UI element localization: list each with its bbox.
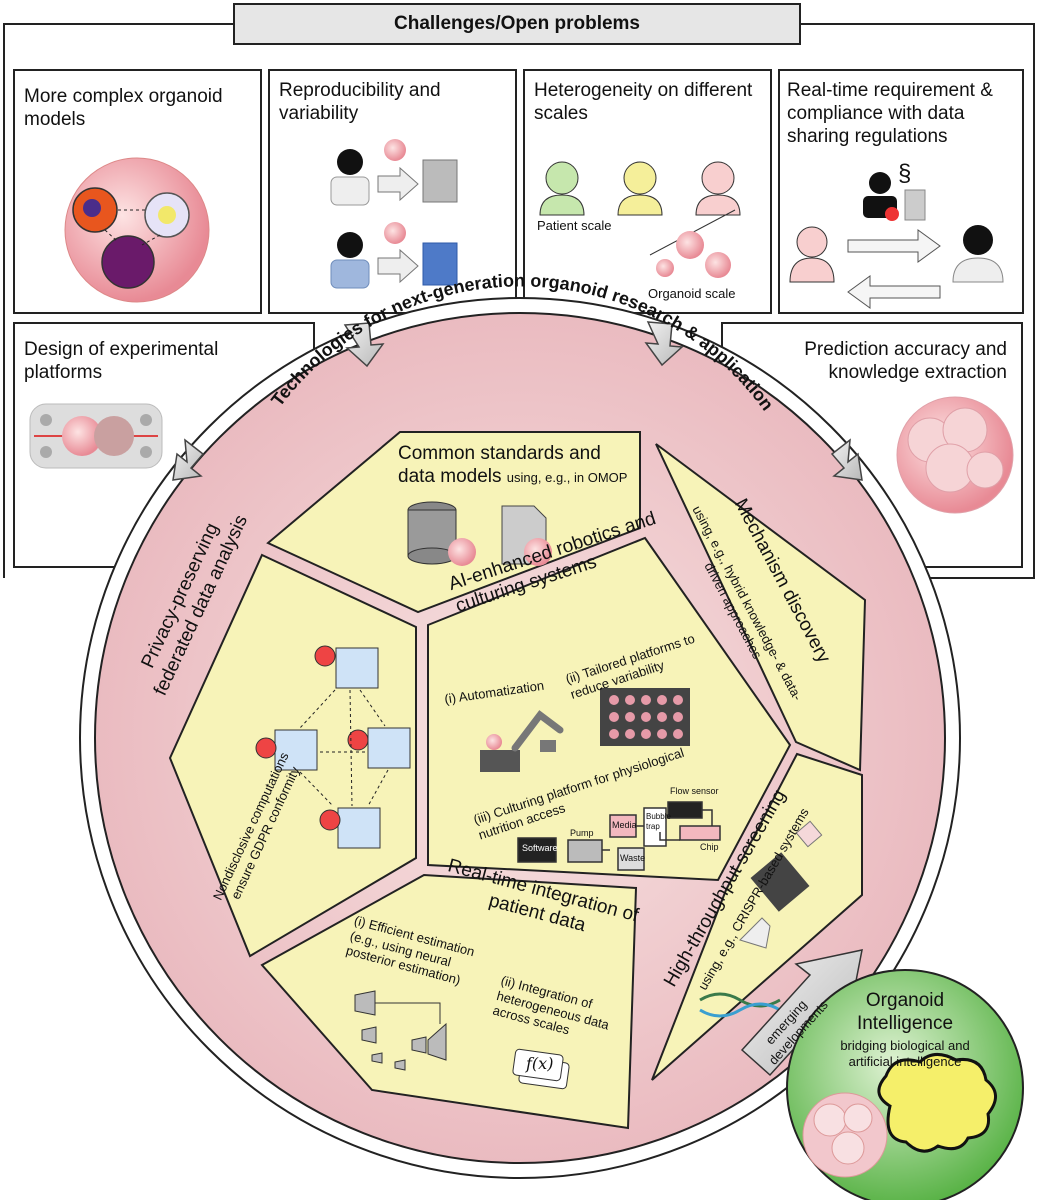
oi-title: Organoid Intelligence (856, 990, 954, 1034)
panel-mechanism (655, 443, 867, 772)
organoid-illustration (64, 157, 210, 303)
chip-label: Chip (700, 842, 719, 852)
hospital-icon (347, 727, 411, 769)
oi-organoid (802, 1092, 888, 1178)
side-left-title: Design of experimental platforms (24, 339, 219, 383)
side-right-title: Prediction accuracy and knowledge extrac… (804, 339, 1007, 383)
media-label: Media (612, 820, 637, 830)
oi-sub: bridging biological and artificial intel… (840, 1038, 970, 1069)
standards-title: Common standards and data models using, … (398, 443, 638, 489)
header-title: Challenges/Open problems (394, 13, 640, 34)
dna-crispr-icon (699, 820, 823, 1018)
patient-icons (539, 161, 741, 278)
standards-sub: using, e.g., in OMOP (506, 469, 628, 485)
section-symbol: § (898, 160, 912, 187)
header-box (233, 3, 801, 45)
fx-label: f(x) (526, 1054, 554, 1073)
challenge-title-3: Heterogeneity on different scales (534, 80, 753, 124)
inflow-arrows (172, 321, 863, 481)
outer-frame (3, 23, 1035, 579)
organoid-cluster (896, 396, 1014, 514)
well-plate-icon (600, 688, 690, 746)
researcher-icons (330, 139, 458, 289)
robot-arm-icon (480, 710, 564, 772)
database-icon (407, 501, 476, 566)
brain-icon (877, 1053, 997, 1153)
culture-circuit (517, 801, 721, 871)
pump-label: Pump (570, 828, 594, 838)
function-icon (512, 1048, 570, 1090)
challenge-title-1: More complex organoid models (24, 86, 223, 130)
challenge-title-4: Real-time requirement & compliance with … (787, 80, 993, 147)
hospital-icon (255, 729, 318, 771)
challenge-title-2: Reproducibility and variability (279, 80, 441, 124)
neural-network-icon (354, 990, 447, 1071)
federated-nodes (255, 645, 411, 849)
organoid-scale-label: Organoid scale (648, 286, 736, 301)
chip-illustration (29, 403, 163, 469)
standards-title-text: Common standards and data models (398, 443, 601, 487)
software-label: Software (522, 843, 558, 853)
hospital-icon (319, 807, 381, 849)
compliance-icons (789, 172, 1004, 309)
flow-label: Flow sensor (670, 786, 719, 796)
patient-scale-label: Patient scale (537, 218, 612, 233)
hospital-icon (314, 645, 379, 689)
bubble-label: Bubble trap (646, 812, 671, 831)
waste-label: Waste (620, 853, 646, 863)
document-chart-icon (501, 505, 552, 566)
